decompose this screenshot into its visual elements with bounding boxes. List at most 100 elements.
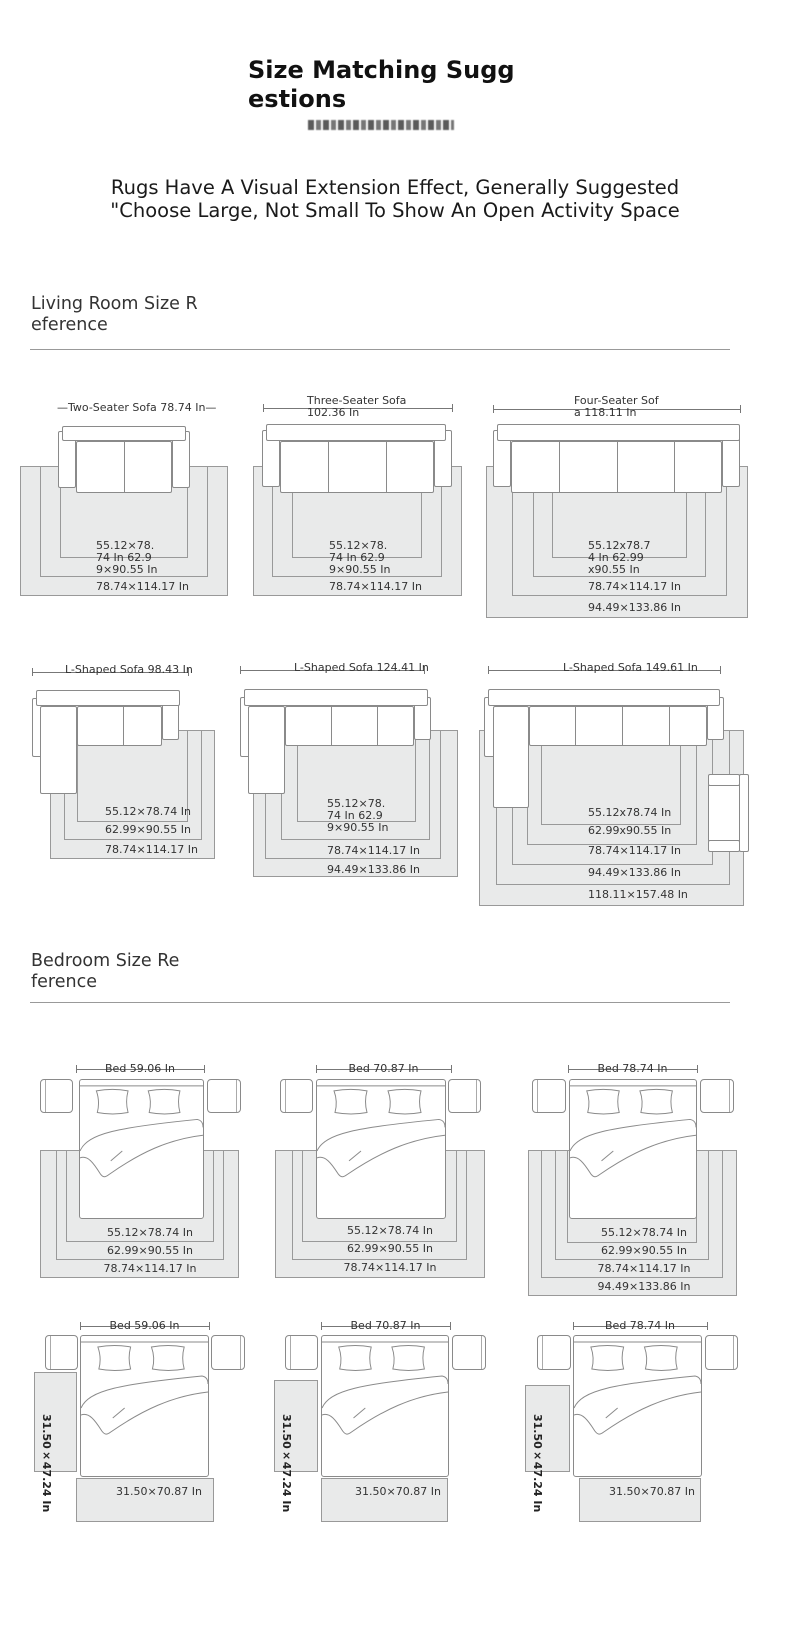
rug-size-label: 55.12×78.74 In [601,1226,687,1239]
dimension-tick [188,668,189,676]
bed-linens-icon [574,1341,701,1435]
nightstand-edge [733,1336,734,1369]
cushion-divider [559,441,560,493]
sofa-width-label: L-Shaped Sofa 124.41 In [294,661,429,674]
cushion-divider [124,441,125,493]
rug-size-label: 55.12x78.74 In [588,806,672,819]
rug-size-label: 78.74×114.17 In [588,844,681,857]
rug-size-label: 55.12×78.74 In [107,1226,193,1239]
nightstand-edge [285,1080,286,1112]
cushion-divider [386,441,387,493]
dimension-tick [697,1065,698,1073]
dimension-tick [32,668,33,676]
bedroom-heading-line-1: Bedroom Size Re [31,951,180,971]
bed-width-label: Bed 70.87 In [348,1062,419,1075]
bedside-runner-rug [34,1372,77,1472]
dimension-tick [76,1065,77,1073]
nightstand [211,1335,245,1370]
dimension-tick [493,405,494,413]
dimension-tick [707,1322,708,1330]
dimension-tick [740,405,741,413]
armchair-back [739,774,749,852]
dimension-tick [209,1322,210,1330]
nightstand [537,1335,571,1370]
sofa-chaise [493,706,529,808]
sofa-chaise [40,706,77,794]
nightstand-edge [481,1336,482,1369]
dimension-line [493,409,740,410]
armchair-arm [708,774,740,786]
bed-width-label: Bed 70.87 In [350,1319,421,1332]
dimension-tick [573,1322,574,1330]
nightstand-edge [537,1080,538,1112]
dimension-tick [321,1322,322,1330]
cushion-divider [377,706,378,746]
nightstand-edge [290,1336,291,1369]
bed-linens-icon [81,1341,208,1435]
rug-size-label: 94.49×133.86 In [327,863,420,876]
sofa-back [488,689,720,706]
rug-size-label: 78.74×114.17 In [327,844,420,857]
foot-rug-size-label: 31.50×70.87 In [116,1485,202,1498]
nightstand [280,1079,313,1113]
bed-width-label: Bed 59.06 In [109,1319,180,1332]
bed-width-label: Bed 78.74 In [597,1062,668,1075]
sofa-seat [511,441,722,493]
bedroom-divider [30,1002,730,1003]
dimension-tick [720,666,721,674]
rug-size-label: 78.74×114.17 In [588,580,681,593]
dimension-tick [452,404,453,412]
bed [573,1335,702,1477]
cushion-divider [575,706,576,746]
nightstand-edge [45,1080,46,1112]
armchair-seat [708,784,740,842]
sofa-seat [280,441,434,493]
bed-linens-icon [317,1085,445,1178]
living-room-divider [30,349,730,350]
bed-foot-runner-rug [579,1478,701,1522]
cushion-divider [617,441,618,493]
rug-size-label: 55.12×78.74 In [105,805,191,818]
living-room-heading: Living Room Size R eference [31,294,211,336]
sofa-chaise [248,706,285,794]
dimension-line [240,670,424,671]
dimension-tick [450,1322,451,1330]
bed [321,1335,449,1477]
sofa-back [497,424,740,441]
main-title-line-2: estions [248,85,347,113]
nightstand [448,1079,481,1113]
cushion-divider [622,706,623,746]
sofa-seat [77,706,162,746]
armchair-arm [708,840,740,852]
bedroom-heading-line-2: ference [31,972,97,992]
subtitle-line-1: Rugs Have A Visual Extension Effect, Gen… [110,176,680,199]
bed-foot-runner-rug [321,1478,448,1522]
bed [79,1079,204,1219]
dimension-line [573,1326,707,1327]
sofa-seat [529,706,707,746]
nightstand-edge [236,1080,237,1112]
bed-width-label: Bed 78.74 In [605,1319,675,1332]
rug-size-label: 118.11×157.48 In [588,888,688,901]
rug-size-label: 78.74×114.17 In [103,1262,197,1275]
bed-foot-runner-rug [76,1478,214,1522]
nightstand-edge [50,1336,51,1369]
rug-size-label: 62.99×90.55 In [347,1242,433,1255]
bed-linens-icon [80,1085,203,1178]
dimension-line [76,1069,204,1070]
dimension-tick [240,666,241,674]
bedside-rug-size-label: 31.50×47.24 In [280,1414,293,1513]
rug-size-label: 55.12×78.74 In [347,1224,433,1237]
bedside-runner-rug [274,1380,318,1472]
bed-linens-icon [322,1341,448,1435]
dimension-line [263,408,452,409]
rug-size-label: 62.99×90.55 In [105,823,191,836]
cushion-divider [123,706,124,746]
sofa-back [266,424,446,441]
